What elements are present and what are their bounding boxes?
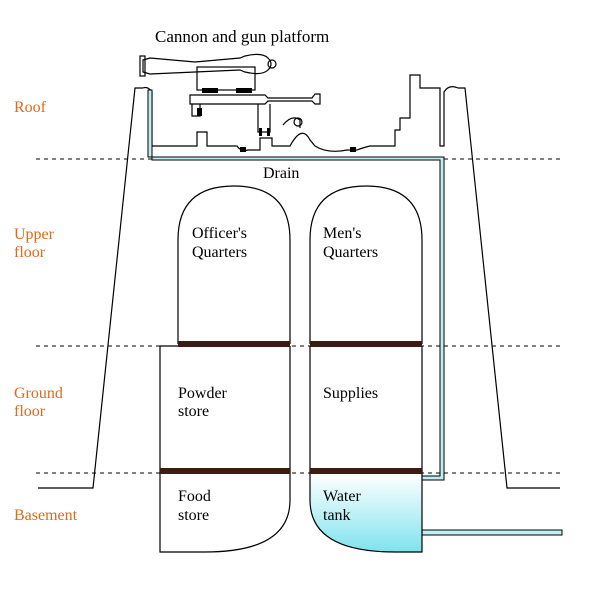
powder-store-label-1: Powder	[178, 385, 228, 402]
supplies-label: Supplies	[323, 385, 378, 402]
tower-right-wall	[458, 87, 560, 489]
drain-label: Drain	[263, 165, 299, 182]
level-ground-label-1: Ground	[14, 385, 63, 402]
mens-quarters-label-2: Quarters	[323, 244, 378, 261]
cannon-icon	[139, 53, 356, 152]
water-tank-label-1: Water	[323, 488, 361, 505]
food-store-label-2: store	[178, 507, 209, 524]
diagram-title: Cannon and gun platform	[155, 27, 329, 46]
tower-left-wall	[38, 87, 143, 489]
mens-quarters-label-1: Men's	[323, 225, 361, 242]
roof-parapet	[142, 74, 459, 152]
level-upper-label-2: floor	[14, 244, 46, 261]
powder-store-room	[159, 345, 291, 553]
powder-store-label-2: store	[178, 403, 209, 420]
level-ground-label-2: floor	[14, 403, 46, 420]
mens-quarters-room	[309, 185, 423, 344]
level-basement-label: Basement	[14, 507, 78, 524]
water-tank-label-2: tank	[323, 507, 351, 524]
supplies-room	[309, 346, 423, 553]
outflow-pipe	[421, 529, 563, 536]
officers-quarters-room	[177, 185, 291, 344]
drain-pipe	[147, 89, 445, 481]
level-roof-label: Roof	[14, 99, 47, 116]
officers-quarters-label-1: Officer's	[192, 225, 247, 242]
level-upper-label-1: Upper	[14, 226, 55, 243]
officers-quarters-label-2: Quarters	[192, 244, 247, 261]
food-store-label-1: Food	[178, 488, 211, 505]
water-tank-fill	[310, 474, 422, 552]
